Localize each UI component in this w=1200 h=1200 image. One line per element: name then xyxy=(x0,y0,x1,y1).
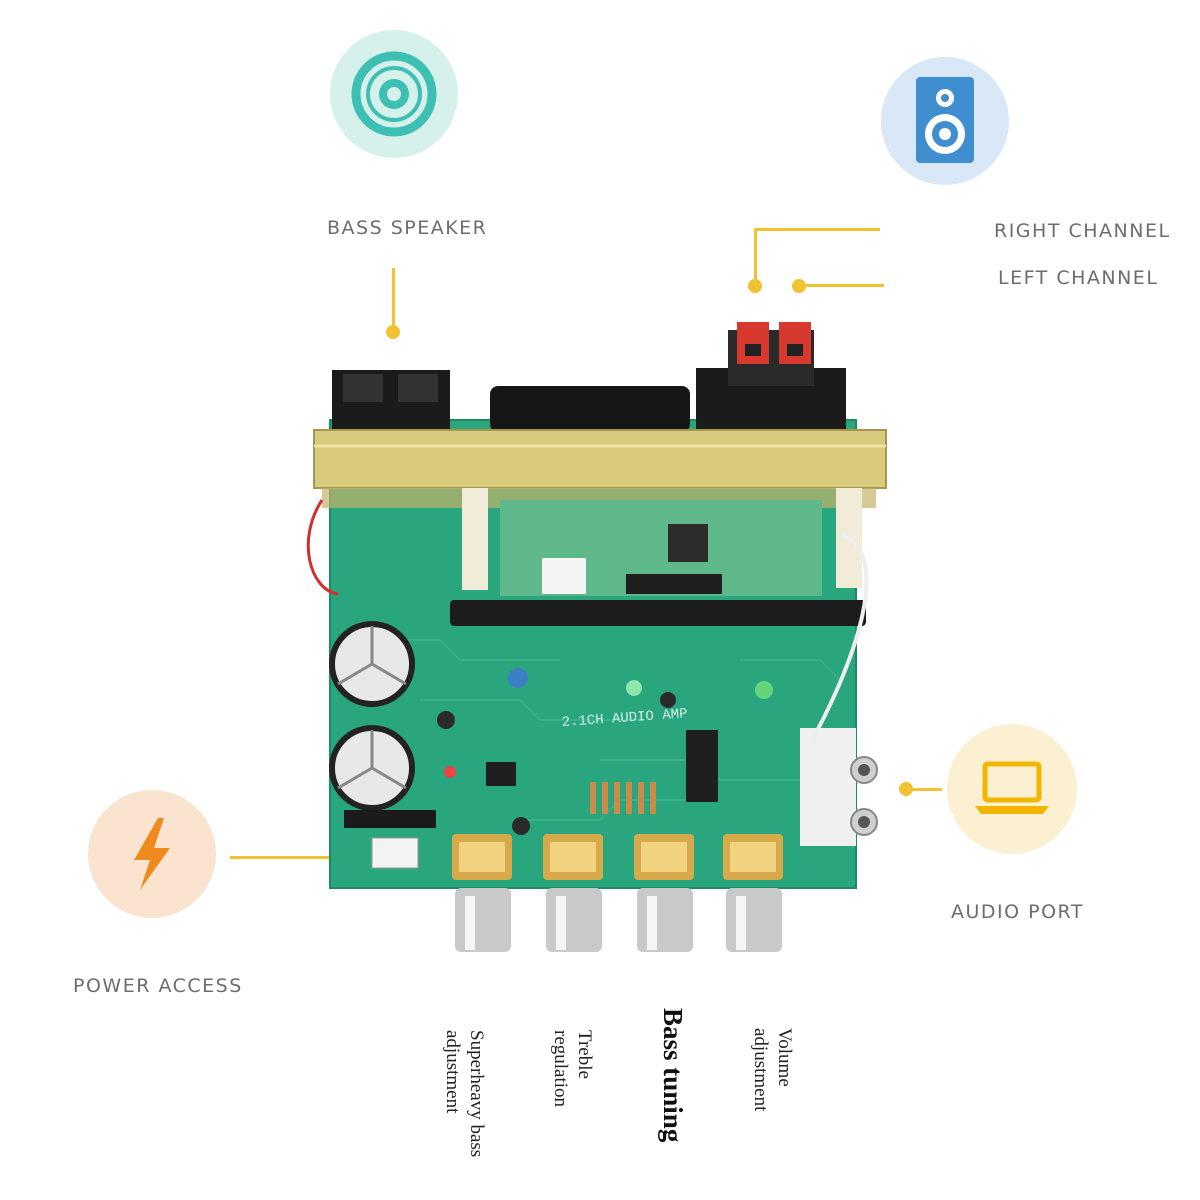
right-channel-leader-h xyxy=(754,228,880,231)
left-channel-leader-dot xyxy=(792,279,806,293)
audio-port-label: AUDIO PORT xyxy=(951,901,1084,923)
left-channel-label: LEFT CHANNEL xyxy=(998,267,1159,289)
bass-speaker-leader xyxy=(392,268,395,330)
bass-speaker-leader-dot xyxy=(386,325,400,339)
power-access-label: POWER ACCESS xyxy=(73,975,243,997)
knob-label-bass-tuning: Bass tuning xyxy=(658,1008,688,1143)
heatsink xyxy=(314,430,886,488)
knob-label-treble: Treble regulation xyxy=(550,1030,595,1108)
knob-label-volume: Volume adjustment xyxy=(750,1028,795,1112)
power-connector xyxy=(371,837,419,869)
right-channel-leader-dot xyxy=(748,279,762,293)
woofer-icon xyxy=(351,51,437,137)
right-channel-label: RIGHT CHANNEL xyxy=(994,220,1171,242)
rca-port-block xyxy=(800,728,856,846)
speaker-cabinet-icon xyxy=(916,77,974,163)
knob-label-superheavy-bass: Superheavy bass adjustment xyxy=(442,1030,487,1158)
knob-volume[interactable] xyxy=(723,834,783,952)
audio-port-icon-badge xyxy=(947,724,1077,854)
power-access-leader xyxy=(230,856,352,859)
front-panel-strip xyxy=(450,600,866,626)
left-channel-leader xyxy=(800,284,884,287)
audio-port-leader xyxy=(906,788,942,791)
power-access-icon-badge xyxy=(88,790,216,918)
bass-speaker-label: BASS SPEAKER xyxy=(327,217,488,239)
right-channel-leader-v xyxy=(754,228,757,284)
knob-superheavy-bass[interactable] xyxy=(452,834,512,952)
cooling-fan xyxy=(490,386,690,432)
laptop-icon xyxy=(975,761,1049,814)
knob-treble[interactable] xyxy=(543,834,603,952)
knob-bass[interactable] xyxy=(634,834,694,952)
speaker-cabinet-icon-badge xyxy=(881,57,1009,185)
bass-speaker-icon-badge xyxy=(330,30,458,158)
audio-port-leader-dot xyxy=(899,782,913,796)
lightning-bolt-icon xyxy=(134,818,170,890)
